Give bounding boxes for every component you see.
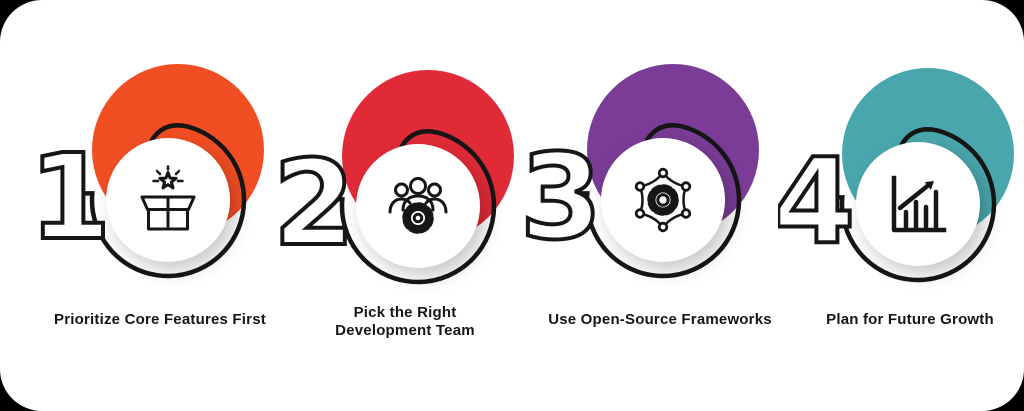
- step-2-graphic: 2: [271, 70, 514, 285]
- step-4-number: 4: [778, 132, 855, 270]
- step-3-arc: [564, 123, 742, 279]
- step-2-number: 2: [278, 134, 355, 272]
- step-1-arc: [69, 123, 247, 279]
- step-3-white-circle: [601, 138, 725, 262]
- network-gear-icon: [634, 167, 692, 233]
- step-4-label: Plan for Future Growth: [826, 311, 994, 328]
- team-gear-icon: [388, 177, 448, 234]
- step-1-number: 1: [29, 128, 111, 266]
- step-3-graphic: 3: [518, 64, 759, 279]
- growth-chart-icon: [891, 175, 947, 233]
- step-3-number: 3: [523, 128, 602, 266]
- step-1-graphic: 1: [27, 64, 264, 279]
- step-4-arc: [819, 127, 997, 283]
- step-4: 4: [771, 62, 1024, 302]
- step-1: 1: [27, 58, 278, 298]
- step-2: 2: [271, 64, 528, 304]
- step-2-label: Pick the Right Development Team: [335, 304, 475, 340]
- gift-box-star-icon: [140, 165, 196, 231]
- step-3: 3: [518, 58, 773, 298]
- step-2-arc: [319, 129, 497, 285]
- step-4-graphic: 4: [771, 68, 1014, 283]
- step-3-label: Use Open-Source Frameworks: [548, 311, 772, 328]
- step-1-label: Prioritize Core Features First: [54, 311, 266, 328]
